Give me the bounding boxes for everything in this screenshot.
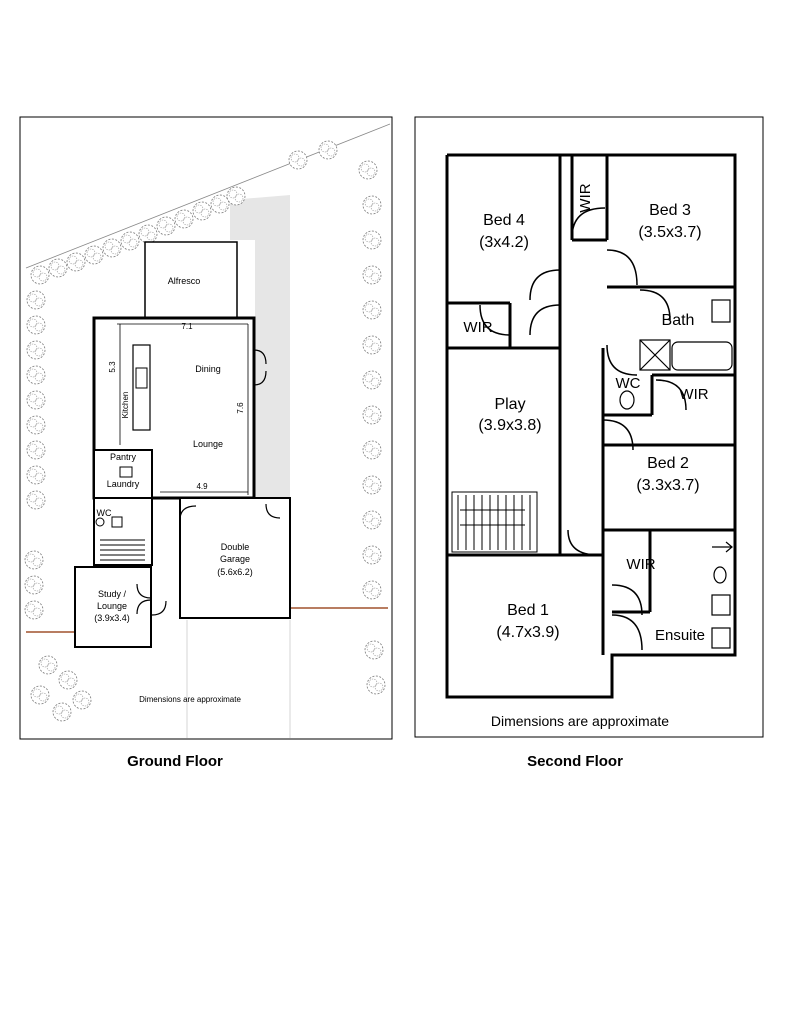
room-label-wir-left: WIR [463, 319, 492, 336]
room-label-dining: Dining [195, 364, 221, 374]
room-size-play: (3.9x3.8) [478, 417, 541, 434]
dimension-depth: 7.6 [236, 402, 245, 414]
room-label-pantry: Pantry [110, 452, 137, 462]
room-label-wir-top: WIR [577, 183, 594, 212]
second-floor-note: Dimensions are approximate [491, 713, 669, 729]
room-label-wc-ground: WC [97, 508, 112, 518]
room-label-wir-bed1: WIR [626, 556, 655, 573]
room-size-bed4: (3x4.2) [479, 234, 529, 251]
stairs-second [451, 491, 538, 553]
room-label-kitchen: Kitchen [121, 392, 130, 419]
second-floor-walls [445, 153, 737, 699]
room-label-bath: Bath [662, 312, 695, 329]
ground-floor-caption: Ground Floor [127, 753, 223, 770]
bath-fixtures [619, 299, 733, 649]
ground-floor-note: Dimensions are approximate [139, 695, 241, 704]
second-floor-frame [414, 116, 764, 738]
room-size-garage: (5.6x6.2) [217, 567, 253, 577]
room-label-laundry: Laundry [107, 479, 140, 489]
room-label-alfresco: Alfresco [168, 276, 201, 286]
room-label-bed1: Bed 1 [507, 602, 549, 619]
room-label-wc-second: WC [616, 375, 641, 392]
room-label-play: Play [494, 396, 525, 413]
room-size-bed1: (4.7x3.9) [496, 624, 559, 641]
dimension-width-top: 7.1 [181, 322, 193, 331]
kitchen-sink [135, 367, 148, 389]
second-floor-plan: Bed 4 (3x4.2) WIR Bed 3 (3.5x3.7) WIR Ba… [414, 116, 764, 738]
room-label-bed3: Bed 3 [649, 202, 691, 219]
second-floor-doors [479, 207, 687, 651]
room-label-bed2: Bed 2 [647, 455, 689, 472]
ground-floor-walls [74, 241, 291, 648]
room-label-lounge: Lounge [193, 439, 223, 449]
room-label-garage-line2: Garage [220, 554, 250, 564]
dimension-lines [117, 323, 249, 495]
room-label-study-line2: Lounge [97, 601, 127, 611]
room-label-garage: Double [221, 542, 250, 552]
stairs-ground [100, 539, 145, 561]
dimension-kitchen-length: 5.3 [108, 361, 117, 373]
room-size-study: (3.9x3.4) [94, 613, 130, 623]
room-size-bed3: (3.5x3.7) [638, 224, 701, 241]
dining-doors [253, 349, 267, 386]
room-label-study: Study / [98, 589, 127, 599]
shade-area [230, 195, 290, 500]
room-label-ensuite: Ensuite [655, 627, 705, 644]
dimension-width-bottom: 4.9 [196, 482, 208, 491]
arrow-icon [712, 541, 733, 553]
room-label-wir-mid: WIR [679, 386, 708, 403]
second-floor-caption: Second Floor [527, 753, 623, 770]
ground-floor-plan: Alfresco 7.1 Dining 5.3 Kitchen 7.6 Loun… [19, 116, 393, 740]
room-label-bed4: Bed 4 [483, 212, 525, 229]
room-size-bed2: (3.3x3.7) [636, 477, 699, 494]
garage-door-arc [179, 505, 197, 521]
